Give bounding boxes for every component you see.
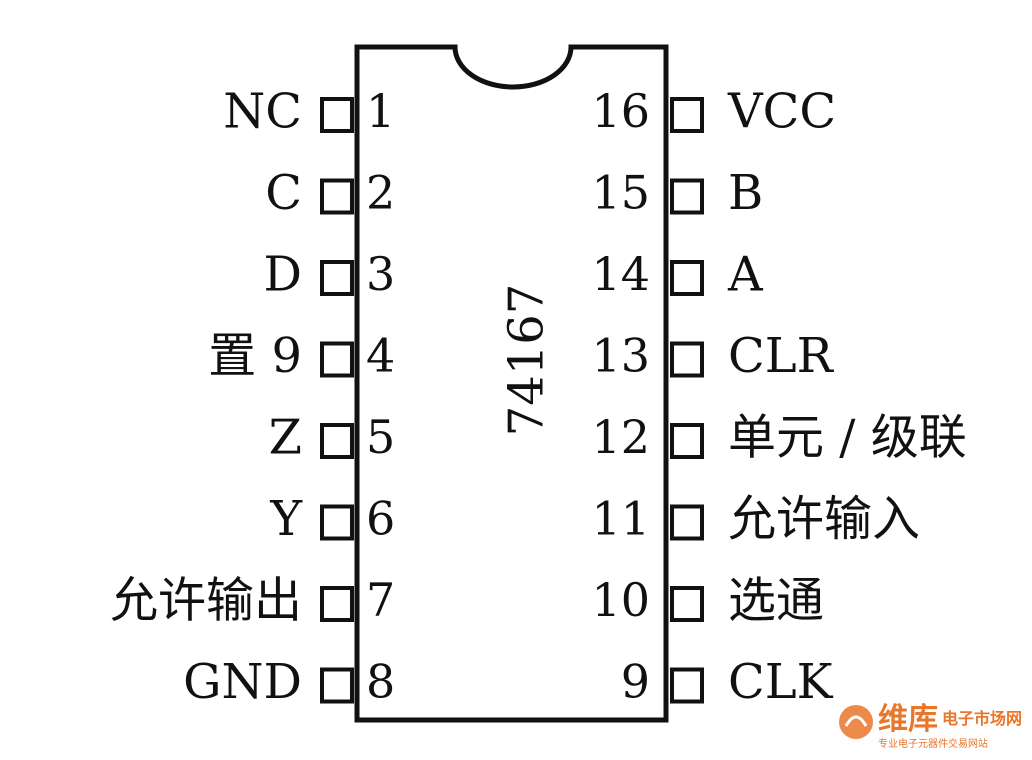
pin-1-label: NC — [223, 84, 302, 140]
pin-11-number: 11 — [591, 492, 650, 546]
pin-6-number: 6 — [366, 492, 395, 546]
pin-3-label: D — [264, 247, 302, 303]
pin-16-pad — [670, 97, 704, 133]
pin-3-number: 3 — [366, 247, 395, 301]
pin-14-pad — [670, 260, 704, 296]
pin-2-number: 2 — [366, 166, 395, 220]
pin-8-number: 8 — [366, 655, 395, 709]
pin-14-number: 14 — [591, 247, 650, 301]
pin-15-label: B — [728, 165, 763, 221]
pin-4-number: 4 — [366, 329, 395, 383]
pin-7-pad — [320, 586, 354, 622]
pin-3-pad — [320, 260, 354, 296]
pin-10-label: 选通 — [728, 573, 824, 629]
pin-10-number: 10 — [591, 573, 650, 627]
pin-1-number: 1 — [366, 84, 395, 138]
pin-2-label: C — [265, 165, 302, 221]
pin-15-pad — [670, 178, 704, 215]
pin-9-number: 9 — [621, 655, 650, 709]
watermark-tagline: 专业电子元器件交易网站 — [878, 737, 988, 750]
pin-9-pad — [670, 667, 704, 704]
pin-12-pad — [670, 423, 704, 459]
pin-4-label: 置 9 — [208, 328, 302, 384]
pin-12-label: 单元 / 级联 — [728, 410, 967, 466]
pin-13-number: 13 — [591, 329, 650, 383]
pin-12-number: 12 — [591, 410, 650, 464]
left-pin-group: 1 NC 2 C 3 D 4 置 9 5 Z 6 Y 7 允许输出 8 GND — [110, 84, 395, 711]
pin-5-label: Z — [269, 410, 302, 466]
pin-16-number: 16 — [591, 84, 650, 138]
pin-5-pad — [320, 423, 354, 459]
pin-11-label: 允许输入 — [728, 491, 920, 547]
pin-5-number: 5 — [366, 410, 395, 464]
pin-13-pad — [670, 341, 704, 378]
pin-14-label: A — [727, 247, 764, 303]
pin-9-label: CLK — [728, 654, 834, 710]
logo-icon — [839, 705, 873, 739]
pin-8-pad — [320, 667, 354, 704]
right-pin-group: 16 VCC 15 B 14 A 13 CLR 12 单元 / 级联 11 允许输入 10 选通 9 CLK — [591, 84, 966, 711]
watermark-subtitle: 电子市场网 — [942, 709, 1022, 728]
pin-2-pad — [320, 178, 354, 215]
watermark-brand: 维库 — [878, 702, 938, 737]
pin-7-label: 允许输出 — [110, 573, 302, 629]
pin-8-label: GND — [183, 654, 302, 710]
pin-11-pad — [670, 504, 704, 541]
ic-body — [354, 44, 669, 723]
pin-4-pad — [320, 341, 354, 378]
pin-16-label: VCC — [727, 84, 836, 140]
pin-1-pad — [320, 97, 354, 133]
pin-15-number: 15 — [591, 166, 650, 220]
pin-6-pad — [320, 504, 354, 541]
part-number: 74167 — [499, 284, 555, 437]
pin-10-pad — [670, 586, 704, 622]
pin-13-label: CLR — [728, 328, 835, 384]
watermark-logo: 维库 电子市场网 专业电子元器件交易网站 — [839, 702, 1022, 750]
pin-6-label: Y — [269, 491, 303, 547]
pin-7-number: 7 — [366, 573, 395, 627]
